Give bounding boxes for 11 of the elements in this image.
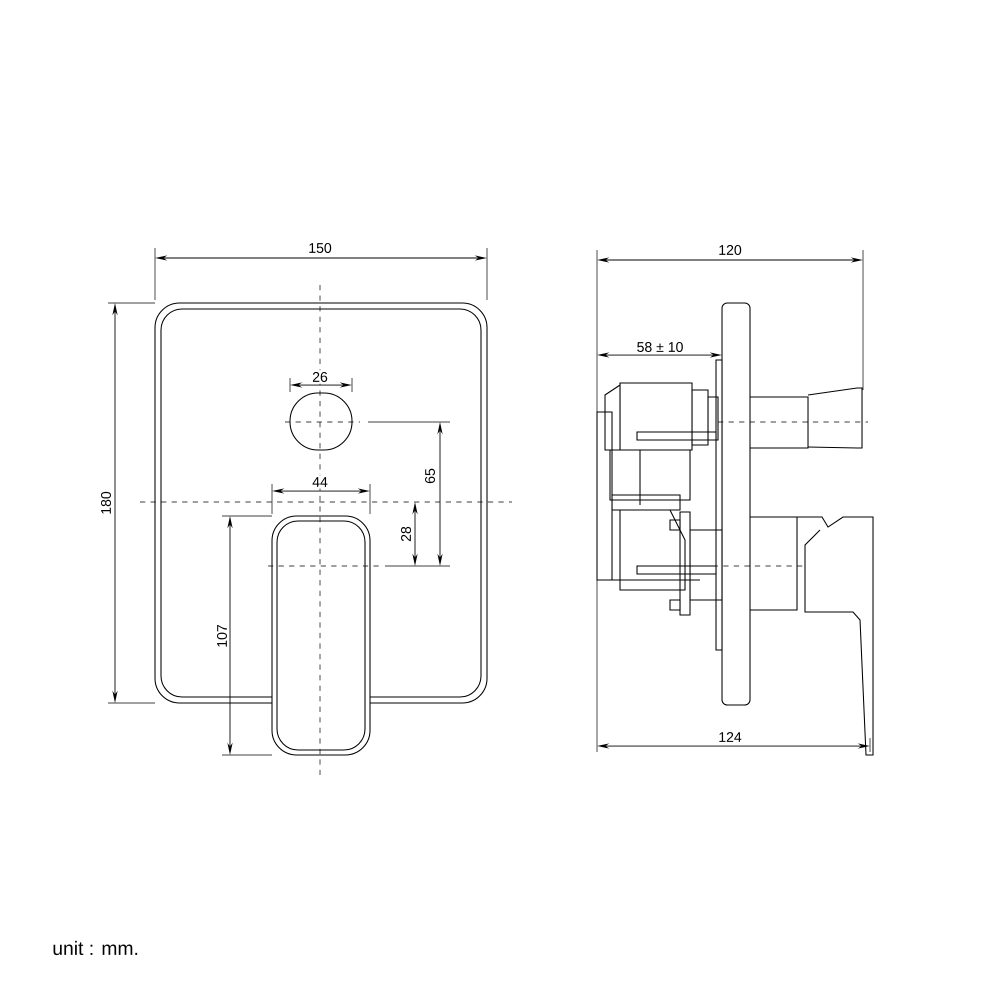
dimension-label: 180 — [99, 490, 113, 516]
dimension-label: 26 — [310, 370, 330, 384]
dimension-label: 150 — [306, 241, 334, 255]
unit-note: unit : mm. — [54, 940, 138, 956]
dimension-label: 44 — [310, 475, 330, 489]
dimension-label: 58 ± 10 — [634, 340, 686, 354]
dimension-label: 65 — [423, 466, 437, 486]
dimension-label: 120 — [716, 243, 744, 257]
dimension-label: 124 — [716, 730, 744, 744]
dimension-label: 28 — [399, 524, 413, 544]
dimension-label: 107 — [215, 622, 229, 650]
